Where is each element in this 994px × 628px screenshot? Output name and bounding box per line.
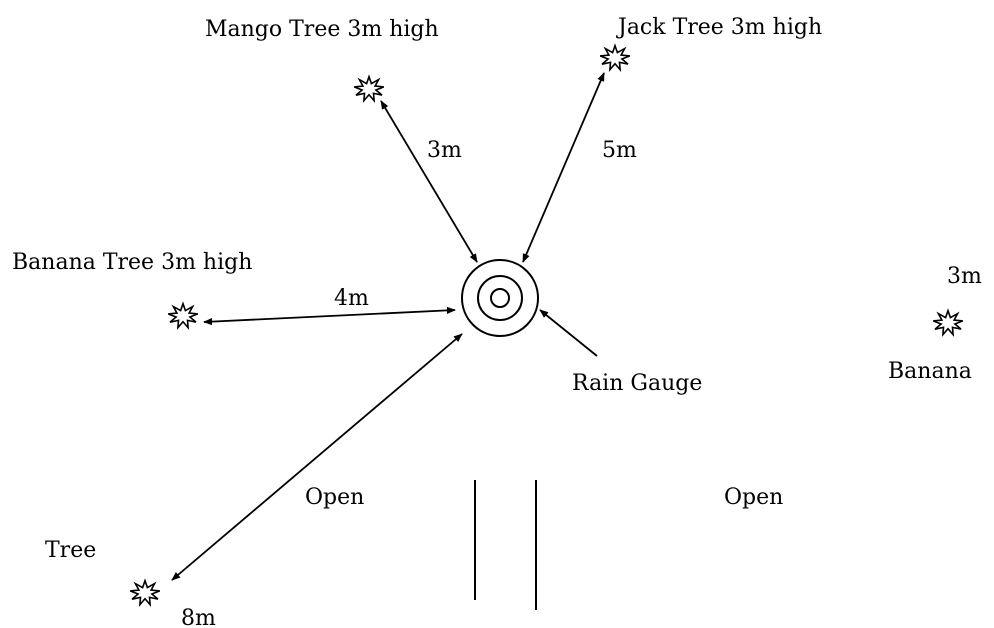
open-right-label: Open [724,485,783,510]
tree-distance-arrow [171,333,463,581]
tree-bottom-label: Tree [45,538,96,563]
banana-distance-label: 4m [334,286,369,311]
banana-distance-arrow [203,306,456,326]
open-left-label: Open [305,485,364,510]
mango-distance-arrow [380,100,478,263]
jack-distance-label: 5m [602,138,637,163]
jack-tree-label: Jack Tree 3m high [616,15,822,40]
banana-right-height-label: 3m [947,264,982,289]
mango-distance-label: 3m [427,138,462,163]
rain-gauge-label: Rain Gauge [572,371,702,396]
jack-distance-arrow [522,72,605,263]
tree-bottom-icon [129,578,161,607]
rain-gauge-symbol [461,259,539,337]
banana-tree-left-label: Banana Tree 3m high [12,250,252,275]
tree-distance-label: 8m [181,606,216,628]
jack-tree-icon [599,43,631,72]
banana-tree-left-icon [167,301,199,330]
mango-tree-icon [353,74,385,103]
banana-right-icon [932,308,964,337]
banana-right-label: Banana [888,359,972,384]
mango-tree-label: Mango Tree 3m high [205,17,439,42]
rain-gauge-pointer-arrow [539,309,598,357]
